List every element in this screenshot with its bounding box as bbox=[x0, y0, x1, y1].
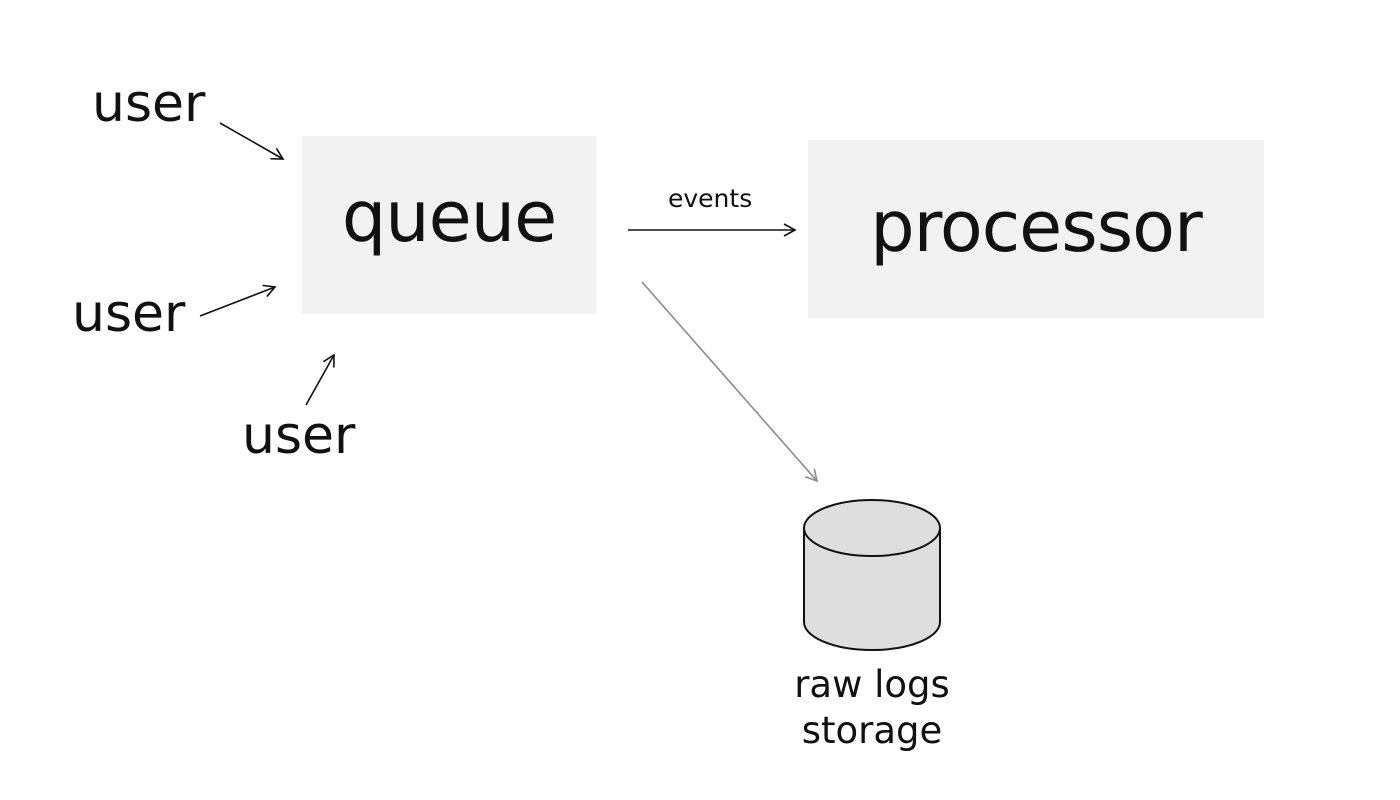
processor-node: processor bbox=[808, 140, 1264, 318]
events-edge-label: events bbox=[668, 184, 753, 213]
storage-arrow bbox=[641, 281, 819, 483]
storage-cylinder-icon bbox=[803, 499, 941, 651]
user-label: user bbox=[242, 406, 356, 466]
user-1-arrow bbox=[219, 122, 285, 160]
user-label: user bbox=[92, 74, 206, 134]
queue-node: queue bbox=[302, 136, 596, 314]
queue-label: queue bbox=[341, 176, 557, 258]
user-label: user bbox=[72, 284, 186, 344]
processor-label: processor bbox=[870, 186, 1203, 268]
user-2-arrow bbox=[199, 284, 277, 317]
storage-label-line-1: raw logs bbox=[794, 663, 950, 706]
storage-label-line-2: storage bbox=[801, 709, 943, 752]
user-3-arrow bbox=[305, 353, 335, 406]
